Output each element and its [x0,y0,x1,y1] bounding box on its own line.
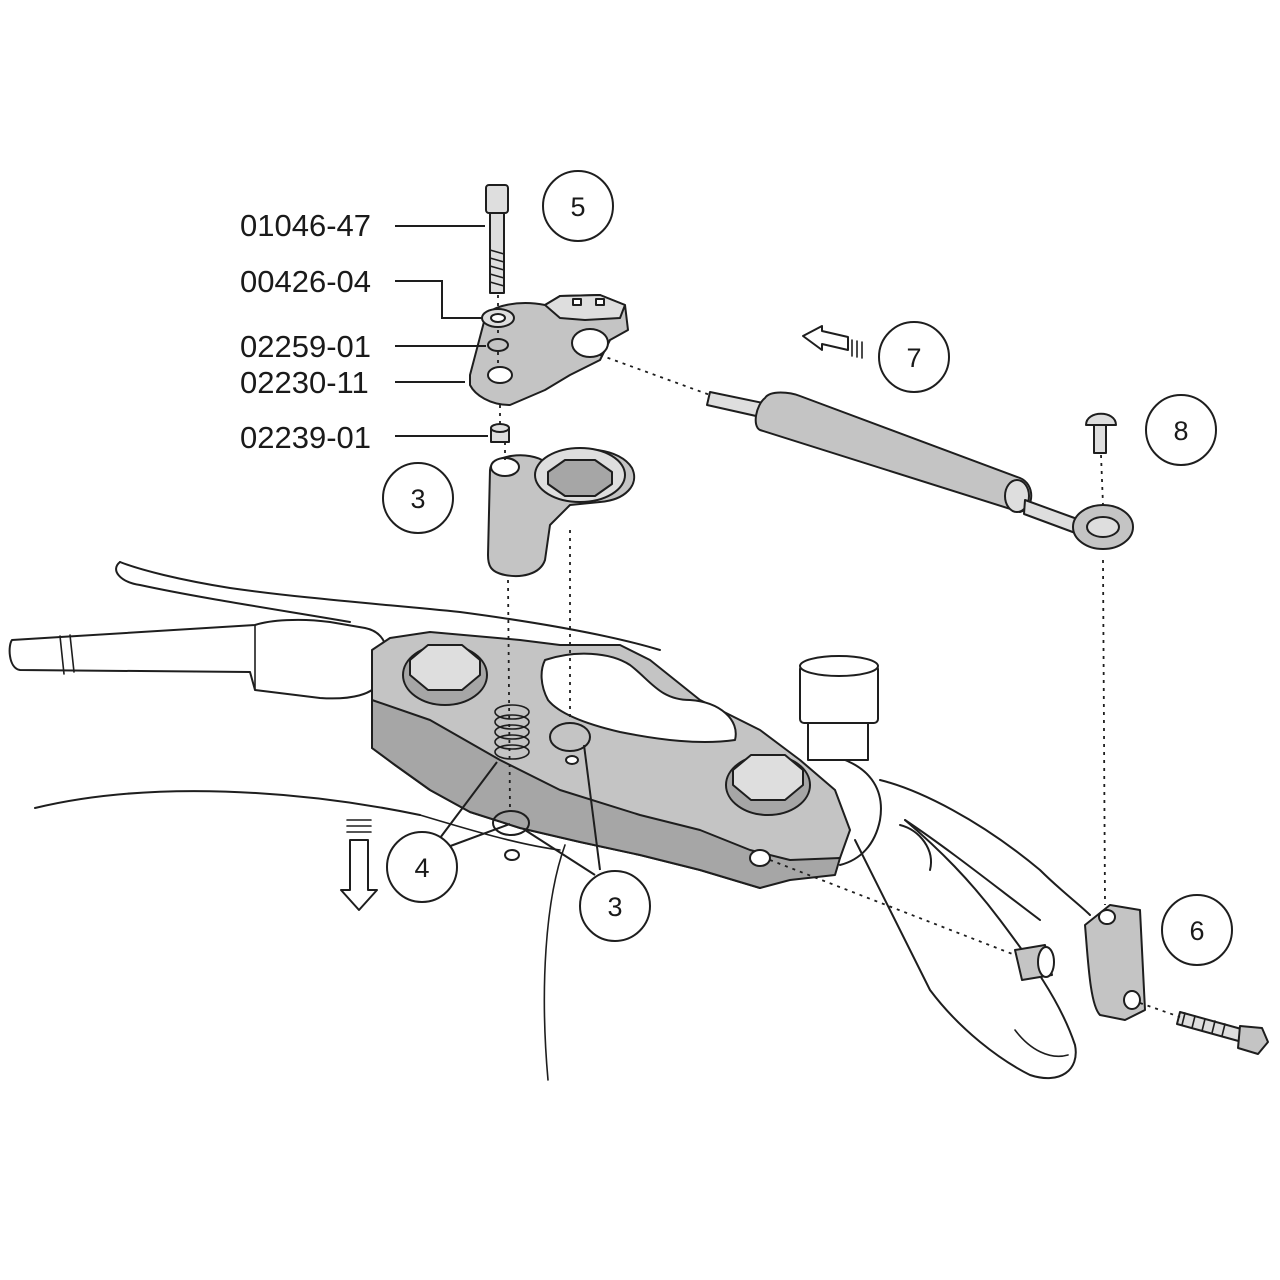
part-number-02239-01: 02239-01 [240,420,371,455]
bushing [490,423,510,443]
callout-8-label: 8 [1173,416,1188,446]
lower-bracket [1084,904,1146,1021]
damper-mount-bracket [487,447,636,578]
part-number-02259-01: 02259-01 [240,329,371,364]
long-bolt [1176,1011,1269,1055]
callout-3-upper: 3 [382,462,454,534]
part-number-02230-11: 02230-11 [240,365,369,400]
callout-6-label: 6 [1189,916,1204,946]
part-number-labels: 01046-47 00426-04 02259-01 02230-11 0223… [240,208,488,455]
part-number-01046-47: 01046-47 [240,208,371,243]
o-ring-upper [549,722,591,752]
button-head-screw [1085,412,1117,454]
callout-3-upper-label: 3 [410,484,425,514]
arrow-down-icon [340,819,378,911]
callout-8: 8 [1145,394,1217,466]
spacer [1014,944,1055,981]
callout-5-label: 5 [570,192,585,222]
callout-3-lower: 3 [524,744,651,942]
callout-5: 5 [542,170,614,242]
part-number-00426-04: 00426-04 [240,264,371,299]
callout-7-label: 7 [906,343,921,373]
o-ring-lower [492,810,530,836]
triple-clamp [371,631,851,889]
callout-7: 7 [878,321,950,393]
callout-6: 6 [1161,894,1233,966]
steering-damper [706,391,1134,550]
callout-3-lower-label: 3 [607,892,622,922]
bolt [485,184,509,294]
small-ring [487,338,509,352]
spring [494,704,530,760]
callout-4: 4 [386,761,511,903]
assembly-lines [497,295,1181,1018]
callout-4-label: 4 [414,853,429,883]
arrow-left-icon [802,325,863,359]
